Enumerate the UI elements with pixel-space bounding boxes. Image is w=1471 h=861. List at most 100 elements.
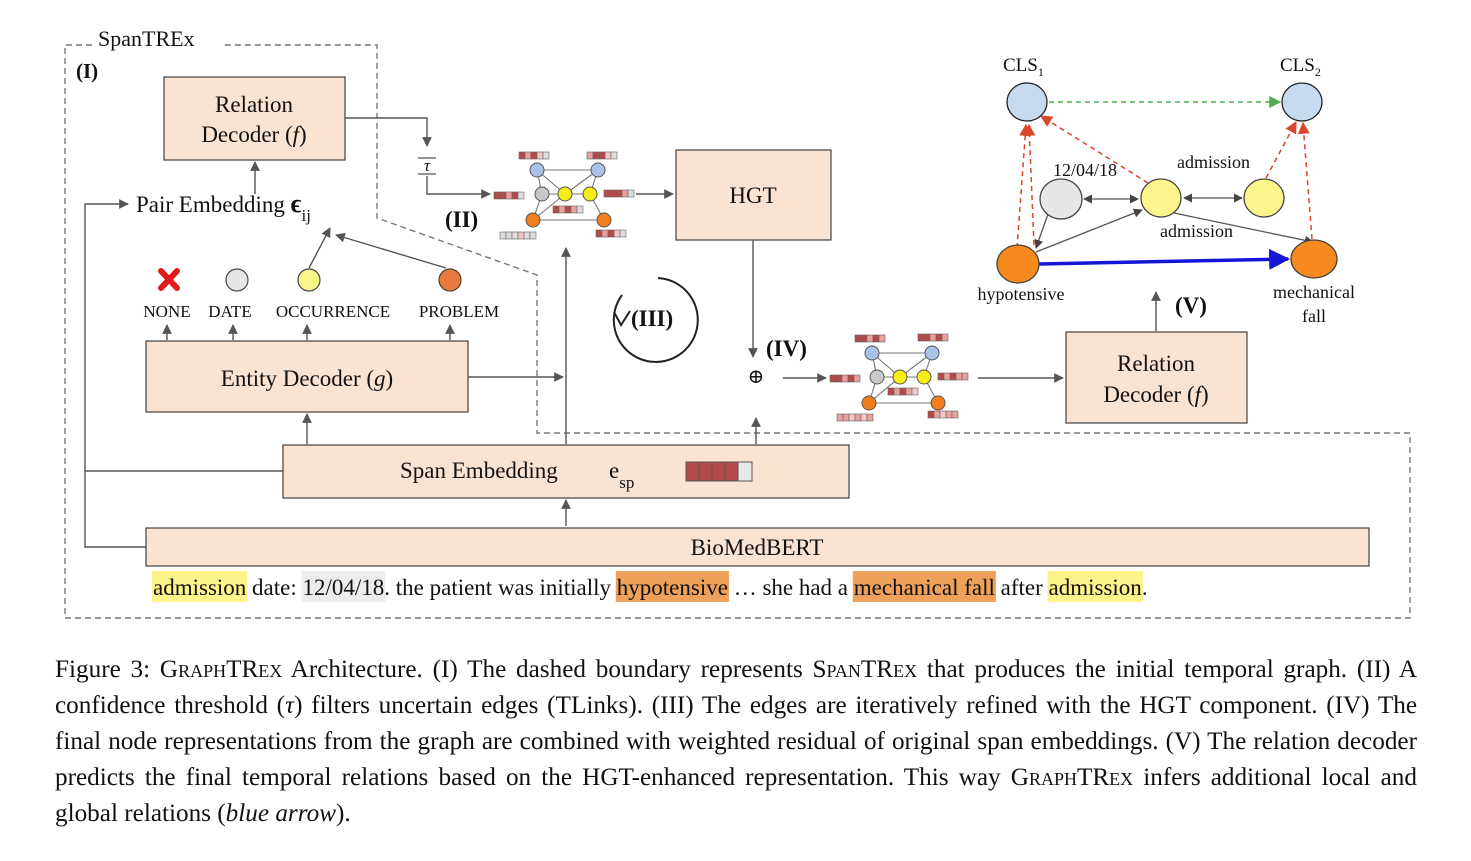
entity-type-none: NONE [143,302,190,321]
iteration-loop-icon [612,277,699,363]
embedding-cell [542,151,550,160]
hgt-label: HGT [729,183,776,208]
embedding-cell [955,372,963,381]
embedding-cell [853,374,861,383]
embedding-cell [937,372,945,381]
embedding-cell [854,413,862,422]
embedding-cell [929,333,937,342]
mechanical-fall-label-2: fall [1302,306,1326,326]
stage-v-label: (V) [1175,293,1207,318]
sentence-segment: date: [246,575,302,600]
none-cross-icon [158,268,180,291]
span-highlight [852,571,996,602]
span-highlight [1047,571,1143,602]
embedding-cell [609,189,617,198]
embedding-cell [951,410,959,419]
date-node-icon [225,268,249,292]
mechanical-fall-node [1290,239,1338,279]
embedding-cell [887,387,895,396]
embedding-cell [854,334,862,343]
embedding-cell [576,205,584,214]
initial-temporal-graph [493,151,635,240]
embedding-cell [570,205,578,214]
output-temporal-graph: CLS1 CLS2 12/04/18 admission admission h… [978,55,1355,326]
sentence-segment: … she had a [728,575,854,600]
embedding-cell [899,387,907,396]
embedding-cell [878,334,886,343]
highlighted-span: admission [153,575,247,600]
spantrex-boundary [64,44,1411,619]
embedding-cell [529,231,537,240]
embedding-cell [847,374,855,383]
highlighted-span: 12/04/18 [302,575,384,600]
figure-caption: Figure 3: GraphTRex Architecture. (I) Th… [55,656,1418,827]
span-highlight [152,571,248,602]
span-highlight [301,571,386,602]
embedding-cell [523,231,531,240]
embedding-cell [860,413,868,422]
embedding-cell [935,333,943,342]
embedding-cell [911,387,919,396]
embedding-cell [505,231,513,240]
problem-node-icon [438,268,462,292]
embedding-cell [945,410,953,419]
refined-temporal-graph [829,333,969,422]
embedding-cell [552,205,560,214]
admission-top-node [1243,178,1285,218]
entity-decoder-label: Entity Decoder (g) [221,366,393,391]
relation-decoder-top-box [163,76,346,161]
embedding-cell [893,387,901,396]
embedding-cell [530,151,538,160]
stage-iv-label: (IV) [766,336,807,361]
stage-iii-label: (III) [631,306,673,331]
date-node [1039,178,1083,220]
embedding-cell [866,334,874,343]
admission-mid-node [1140,178,1182,218]
highlighted-span: mechanical fall [854,575,995,600]
embedding-cell [613,229,621,238]
mechanical-fall-label-1: mechanical [1273,282,1355,302]
embedding-cell [607,229,615,238]
embedding-cell [933,410,941,419]
embedding-cell [829,374,837,383]
pair-embedding-label: Pair Embedding ϵij [136,189,311,225]
embedding-cell [949,372,957,381]
embedding-cell [536,151,544,160]
embedding-cell [499,231,507,240]
embedding-cell [872,334,880,343]
embedding-cell [517,231,525,240]
embedding-cell [835,374,843,383]
embedding-cell [595,229,603,238]
stage-ii-label: (II) [445,207,478,232]
cls1-label: CLS1 [1003,55,1044,79]
embedding-cell [603,189,611,198]
embedding-cell [836,413,844,422]
occurrence-node-icon [297,268,321,292]
embedding-cell [621,189,629,198]
embedding-cell [610,151,618,160]
embedding-cell [517,191,525,200]
hypotensive-node [996,244,1040,284]
entity-type-date: DATE [208,302,251,321]
embedding-cell [564,205,572,214]
embedding-cell [842,413,850,422]
span-embedding-vector-icon [685,461,753,482]
embedding-cell [615,189,623,198]
span-embedding-box [282,444,850,499]
sentence-segment: after [995,575,1049,600]
relation-decoder-top-line1: Relation [215,92,293,117]
highlighted-span: hypotensive [617,575,728,600]
sentence-segment: . the patient was initially [384,575,617,600]
admission-mid-label: admission [1160,221,1233,241]
embedding-cell [518,151,526,160]
date-node-label: 12/04/18 [1053,160,1117,180]
embedding-cell [917,333,925,342]
embedding-cell [943,372,951,381]
relation-decoder-top-line2: Decoder (f) [201,122,306,147]
embedding-cell [939,410,947,419]
embedding-cell [866,413,874,422]
relation-decoder-right-line1: Relation [1117,351,1195,376]
embedding-cell [961,372,969,381]
embedding-cell [586,151,594,160]
embedding-cell [511,191,519,200]
